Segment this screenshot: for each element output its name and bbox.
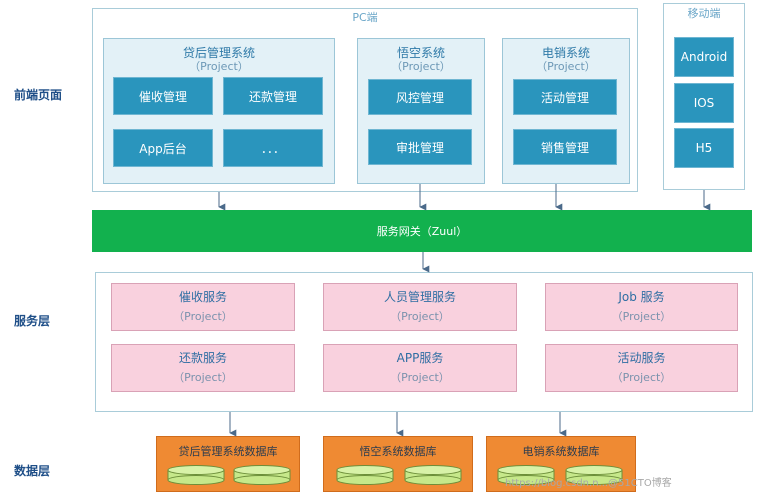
database-telesales: 电销系统数据库 — [486, 436, 636, 492]
service-collection: 催收服务 （Project） — [111, 283, 295, 331]
disk-icon — [233, 465, 291, 485]
pc-frame-title: PC端 — [352, 11, 378, 24]
service-name: 活动服务 — [617, 351, 666, 365]
service-repayment: 还款服务 （Project） — [111, 344, 295, 392]
disk-icon — [336, 465, 394, 485]
database-name: 悟空系统数据库 — [359, 445, 437, 458]
project-wukong: 悟空系统 （Project） 风控管理 审批管理 — [357, 38, 485, 184]
layer-label-data: 数据层 — [14, 464, 51, 478]
database-name: 电销系统数据库 — [522, 445, 600, 458]
layer-label-frontend: 前端页面 — [14, 88, 63, 102]
project-title: 贷后管理系统 — [182, 46, 255, 60]
service-subtitle: （Project） — [390, 310, 450, 323]
tile-risk-mgmt: 风控管理 — [368, 79, 472, 115]
service-name: 人员管理服务 — [383, 290, 456, 304]
service-name: 还款服务 — [178, 351, 227, 365]
service-activity: 活动服务 （Project） — [545, 344, 738, 392]
project-loan: 贷后管理系统 （Project） 催收管理 还款管理 App后台 ．．． — [103, 38, 335, 184]
service-subtitle: （Project） — [611, 310, 672, 323]
project-subtitle: （Project） — [536, 60, 596, 73]
service-subtitle: （Project） — [390, 371, 450, 384]
tile-approval-mgmt: 审批管理 — [368, 129, 472, 165]
tile-repayment-mgmt: 还款管理 — [223, 77, 323, 115]
database-loan: 贷后管理系统数据库 — [156, 436, 300, 492]
database-wukong: 悟空系统数据库 — [323, 436, 473, 492]
tile-app-backend: App后台 — [113, 129, 213, 167]
tile-more: ．．． — [223, 129, 323, 167]
tile-h5: H5 — [674, 128, 734, 168]
tile-collection-mgmt: 催收管理 — [113, 77, 213, 115]
tile-android: Android — [674, 37, 734, 77]
layer-label-service: 服务层 — [14, 314, 51, 328]
project-title: 电销系统 — [541, 46, 590, 60]
tile-sales-mgmt: 销售管理 — [513, 129, 617, 165]
service-name: Job 服务 — [618, 290, 665, 304]
mobile-frame: 移动端 Android IOS H5 — [663, 3, 745, 190]
disk-icon — [565, 465, 623, 485]
project-title: 悟空系统 — [396, 46, 445, 60]
tile-ios: IOS — [674, 83, 734, 123]
disk-icon — [167, 465, 225, 485]
service-staff-mgmt: 人员管理服务 （Project） — [323, 283, 517, 331]
service-name: 催收服务 — [178, 290, 227, 304]
project-subtitle: （Project） — [391, 60, 451, 73]
mobile-frame-title: 移动端 — [687, 7, 721, 20]
project-telesales: 电销系统 （Project） 活动管理 销售管理 — [502, 38, 630, 184]
tile-activity-mgmt: 活动管理 — [513, 79, 617, 115]
service-gateway: 服务网关（Zuul） — [92, 210, 752, 252]
service-job: Job 服务 （Project） — [545, 283, 738, 331]
disk-icon — [497, 465, 555, 485]
service-subtitle: （Project） — [611, 371, 672, 384]
watermark: https://blog.csdn.n...@51CTO博客 — [505, 478, 672, 489]
disk-icon — [404, 465, 462, 485]
project-subtitle: （Project） — [189, 60, 249, 73]
service-app: APP服务 （Project） — [323, 344, 517, 392]
database-name: 贷后管理系统数据库 — [178, 445, 278, 458]
service-subtitle: （Project） — [173, 371, 233, 384]
service-subtitle: （Project） — [173, 310, 233, 323]
service-name: APP服务 — [396, 351, 444, 365]
